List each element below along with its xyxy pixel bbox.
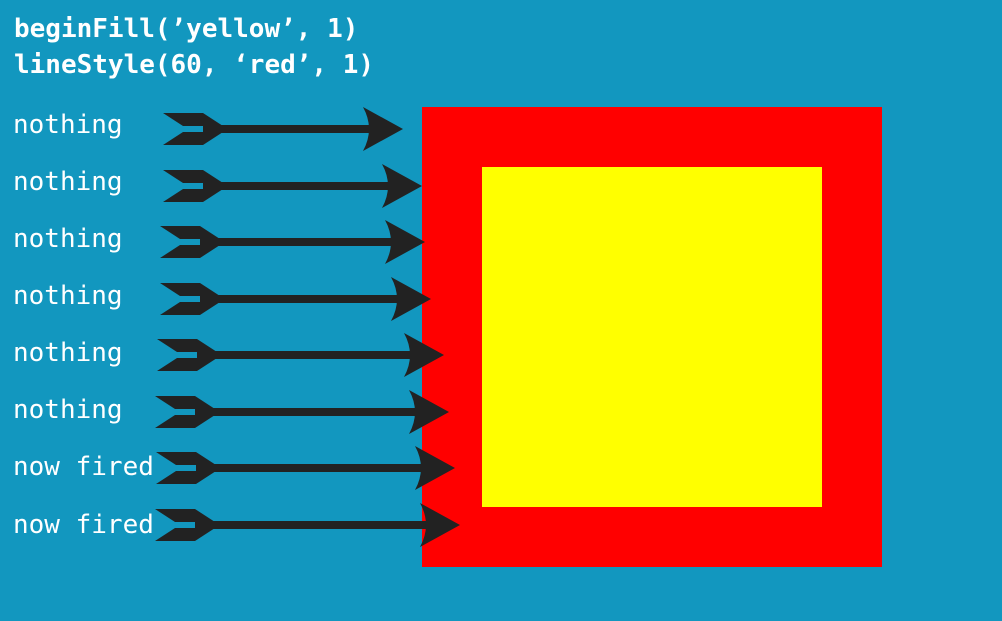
arrow bbox=[157, 333, 444, 377]
arrow-head bbox=[420, 503, 460, 547]
arrow-fletching bbox=[156, 452, 216, 465]
arrow bbox=[160, 220, 425, 264]
line-style-code: lineStyle(60, ‘red’, 1) bbox=[14, 50, 375, 80]
row-label: nothing bbox=[13, 224, 123, 254]
fill-square bbox=[482, 167, 822, 507]
arrow bbox=[163, 164, 422, 208]
row-label: nothing bbox=[13, 395, 123, 425]
row-label: nothing bbox=[13, 110, 123, 140]
arrow bbox=[160, 277, 431, 321]
row-label: now fired bbox=[13, 510, 154, 540]
arrow-fletching bbox=[155, 528, 215, 541]
arrow-fletching bbox=[160, 283, 220, 296]
arrow-head bbox=[382, 164, 422, 208]
arrow-fletching bbox=[163, 132, 223, 145]
arrow-fletching bbox=[156, 471, 216, 484]
begin-fill-code: beginFill(’yellow’, 1) bbox=[14, 14, 359, 44]
arrow bbox=[156, 446, 455, 490]
arrow-head bbox=[415, 446, 455, 490]
arrow-fletching bbox=[155, 509, 215, 522]
arrows-group bbox=[155, 107, 460, 547]
arrow-fletching bbox=[160, 302, 220, 315]
arrow-head bbox=[409, 390, 449, 434]
arrow-head bbox=[404, 333, 444, 377]
arrow-fletching bbox=[157, 358, 217, 371]
arrow-head bbox=[391, 277, 431, 321]
arrow-fletching bbox=[163, 113, 223, 126]
row-label: nothing bbox=[13, 167, 123, 197]
arrow bbox=[155, 503, 460, 547]
arrow-fletching bbox=[160, 226, 220, 239]
row-label: nothing bbox=[13, 338, 123, 368]
row-label: now fired bbox=[13, 452, 154, 482]
arrow bbox=[163, 107, 403, 151]
arrow-fletching bbox=[155, 415, 215, 428]
arrow-fletching bbox=[160, 245, 220, 258]
arrow-fletching bbox=[155, 396, 215, 409]
row-label: nothing bbox=[13, 281, 123, 311]
arrow-head bbox=[385, 220, 425, 264]
arrow bbox=[155, 390, 449, 434]
arrow-fletching bbox=[163, 170, 223, 183]
arrow-head bbox=[363, 107, 403, 151]
arrow-fletching bbox=[163, 189, 223, 202]
arrow-fletching bbox=[157, 339, 217, 352]
